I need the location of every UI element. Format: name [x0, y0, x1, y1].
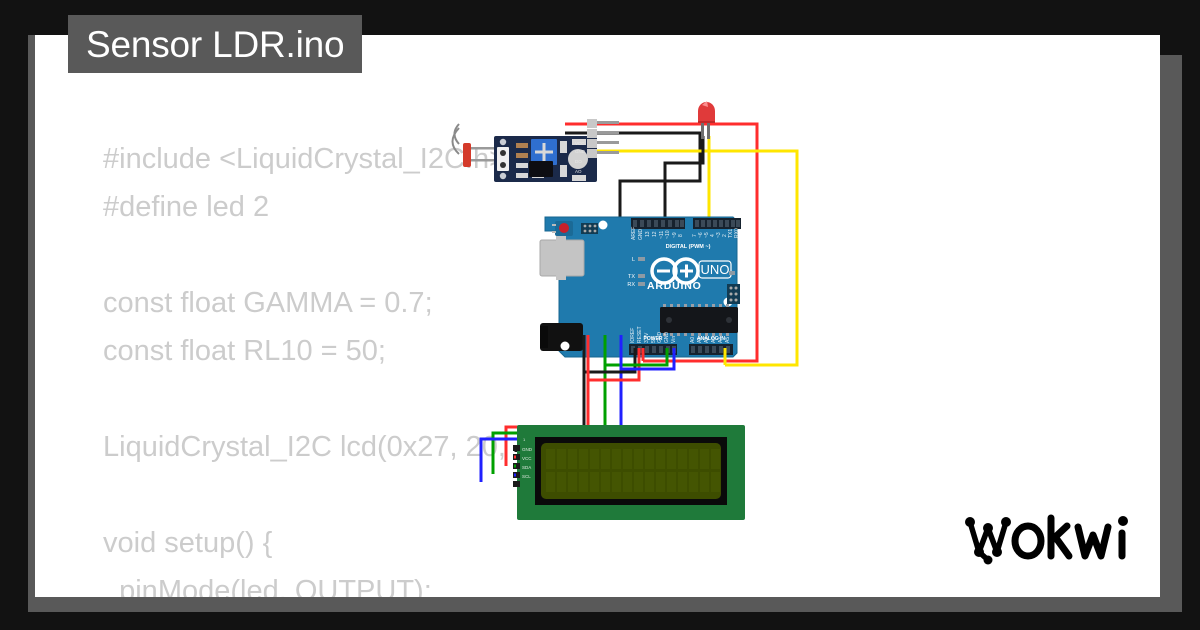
svg-text:A1: A1 — [697, 337, 703, 343]
lcd-pin-index: 1 — [523, 437, 526, 442]
ldr-pin-label-gnd: GND — [575, 149, 586, 154]
wokwi-logo-svg — [965, 514, 1128, 565]
svg-text:A3: A3 — [711, 337, 717, 343]
analog-header[interactable] — [689, 344, 733, 355]
code-line: pinMode(led, OUTPUT); — [103, 575, 432, 597]
wokwi-logo-dot — [1118, 516, 1128, 526]
code-line: const float GAMMA = 0.7; — [103, 287, 433, 319]
svg-text:13: 13 — [645, 231, 651, 237]
code-preview: #include <LiquidCrystal_I2C.h> #define le… — [103, 135, 803, 597]
power-led-silk: ON — [738, 272, 746, 278]
power-header-silk: POWER — [644, 336, 663, 342]
svg-text:~9: ~9 — [672, 232, 678, 238]
svg-text:A5: A5 — [725, 337, 731, 343]
wire-ldr-ao — [565, 149, 799, 367]
svg-text:Vin: Vin — [671, 336, 677, 343]
svg-text:TX1: TX1 — [728, 229, 734, 238]
lcd-module[interactable]: 1 GND VCC SDA SCL — [513, 425, 745, 520]
lcd-pin-label-scl: SCL — [522, 474, 531, 479]
wire-led-cathode — [663, 136, 705, 220]
microcontroller-chip — [660, 304, 738, 336]
card-edge-left — [28, 35, 35, 597]
svg-text:12: 12 — [652, 231, 658, 237]
lcd-character-grid — [546, 449, 720, 492]
ldr-pin-header — [587, 119, 597, 158]
photoresistor-icon — [451, 123, 471, 167]
svg-text:~11: ~11 — [659, 231, 665, 239]
svg-text:3.3V: 3.3V — [644, 332, 650, 343]
reset-button[interactable] — [552, 221, 573, 236]
wokwi-logo — [962, 508, 1138, 575]
ldr-pin-label-vcc: VCC — [575, 141, 585, 146]
svg-text:8: 8 — [678, 234, 684, 237]
ldr-pin-label-ao: AO — [575, 169, 582, 174]
svg-text:~3: ~3 — [716, 232, 722, 238]
digital-header-silk: DIGITAL (PWM ~) — [666, 244, 711, 250]
code-line: LiquidCrystal_I2C lcd(0x27, 20, 4); — [103, 431, 548, 463]
code-line: const float RL10 = 50; — [103, 335, 386, 367]
svg-text:A2: A2 — [704, 337, 710, 343]
board-brand-silk: ARDUINO — [647, 280, 702, 292]
icsp-header — [727, 284, 740, 304]
arduino-infinity-logo — [650, 257, 700, 285]
svg-text:~5: ~5 — [704, 232, 710, 238]
digital-pin-labels: AREF GND 13 12 ~11 ~10 ~9 8 7 ~6 ~5 4 ~3… — [631, 227, 740, 240]
svg-text:RX0: RX0 — [734, 228, 740, 238]
wokwi-logo-nodes — [965, 517, 1011, 565]
led-component[interactable] — [698, 101, 715, 139]
page-title: Sensor LDR.ino — [86, 23, 345, 65]
wire-ldr-gnd — [565, 131, 702, 220]
svg-text:AREF: AREF — [631, 227, 637, 240]
card-edge-right — [1160, 55, 1182, 612]
status-leds: L TX RX — [627, 257, 645, 288]
svg-text:UNO: UNO — [701, 262, 730, 277]
svg-text:A4: A4 — [718, 337, 724, 343]
code-line: void setup() { — [103, 527, 273, 559]
svg-text:5V: 5V — [651, 336, 657, 343]
svg-text:L: L — [632, 257, 635, 263]
power-pin-labels: IOREF RESET 3.3V 5V GND GND Vin — [630, 326, 677, 343]
board-model-badge: UNO — [698, 260, 732, 279]
svg-text:~10: ~10 — [665, 230, 671, 239]
svg-text:IOREF: IOREF — [630, 328, 636, 343]
lcd-wire-stubs — [514, 446, 516, 477]
ldr-module[interactable]: VCC GND DO AO — [451, 119, 598, 182]
svg-text:A0: A0 — [690, 337, 696, 343]
ldr-pin-label-do: DO — [575, 159, 582, 164]
svg-text:GND: GND — [664, 332, 670, 344]
svg-text:RESET: RESET — [637, 326, 643, 343]
lcd-pin-header — [513, 445, 520, 487]
lcd-pin-label-sda: SDA — [522, 465, 531, 470]
svg-text:GND: GND — [638, 229, 644, 241]
code-line: #include <LiquidCrystal_I2C.h> — [103, 143, 507, 175]
lcd-pin-label-gnd: GND — [522, 447, 533, 452]
digital-header-left[interactable] — [631, 218, 685, 229]
arduino-uno-board[interactable]: AREF GND 13 12 ~11 ~10 ~9 8 7 ~6 ~5 4 ~3… — [539, 216, 746, 358]
wire-terminations — [641, 348, 727, 365]
project-title-badge: Sensor LDR.ino — [68, 15, 363, 73]
usb-connector — [539, 236, 585, 280]
analog-header-silk: ANALOG IN — [697, 336, 725, 342]
digital-header-right[interactable] — [693, 218, 741, 229]
icsp2-header — [581, 223, 598, 234]
svg-text:7: 7 — [692, 234, 698, 237]
lcd-pin-label-vcc: VCC — [522, 456, 532, 461]
wire-drops — [582, 335, 676, 382]
svg-text:TX: TX — [628, 274, 635, 280]
code-line: #define led 2 — [103, 191, 270, 223]
wire-ldr-vcc-run — [565, 122, 759, 363]
project-card: #include <LiquidCrystal_I2C.h> #define le… — [35, 35, 1160, 597]
ldr-pigtails — [597, 121, 619, 154]
svg-text:RX: RX — [627, 282, 635, 288]
svg-text:4: 4 — [710, 234, 716, 237]
svg-text:~6: ~6 — [698, 232, 704, 238]
circuit-diagram: VCC GND DO AO — [451, 101, 799, 520]
svg-text:GND: GND — [657, 332, 663, 344]
svg-text:2: 2 — [722, 234, 728, 237]
power-jack — [540, 323, 583, 351]
analog-pin-labels: A0 A1 A2 A3 A4 A5 — [690, 337, 731, 343]
